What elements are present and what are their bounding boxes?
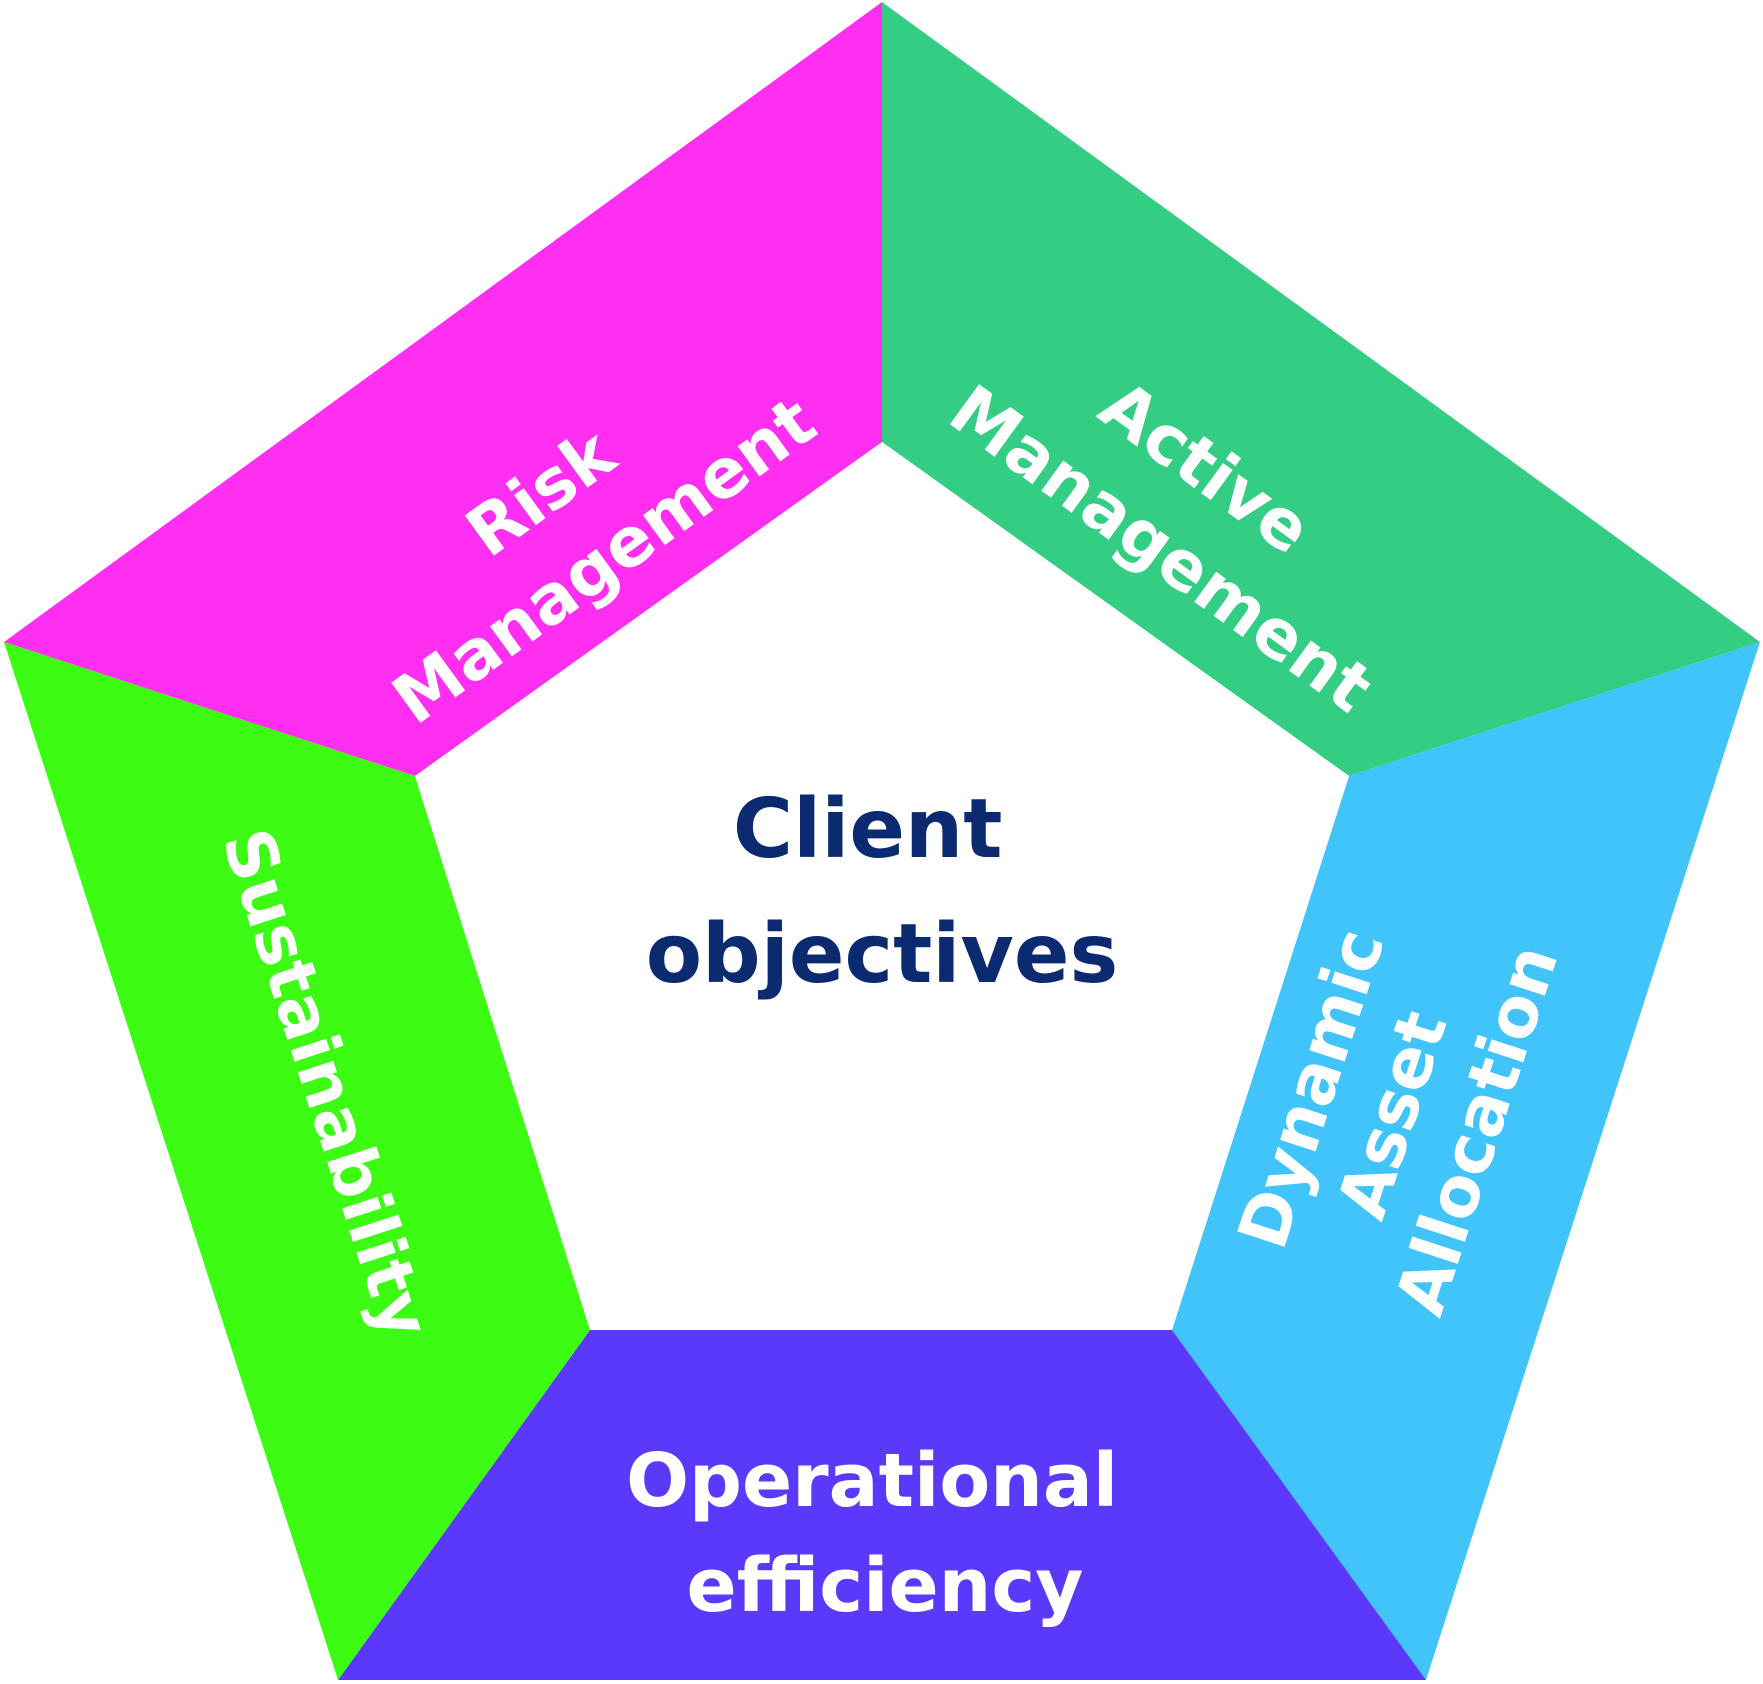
center-label: Client objectives <box>646 782 1119 1002</box>
segment-risk-management <box>4 2 882 776</box>
segment-operational-efficiency <box>338 1330 1426 1680</box>
center-label-line: Client <box>733 782 1003 877</box>
segment-dynamic-asset-allocation <box>1172 642 1760 1680</box>
segment-sustainability <box>4 642 590 1680</box>
operational-efficiency-label: Operational efficiency <box>626 1438 1144 1629</box>
operational-efficiency-label-line: Operational <box>626 1438 1118 1524</box>
center-label-line: objectives <box>646 907 1119 1002</box>
center-pentagon <box>415 442 1349 1330</box>
operational-efficiency-label-line: efficiency <box>687 1543 1084 1629</box>
segment-active-management <box>882 2 1760 776</box>
